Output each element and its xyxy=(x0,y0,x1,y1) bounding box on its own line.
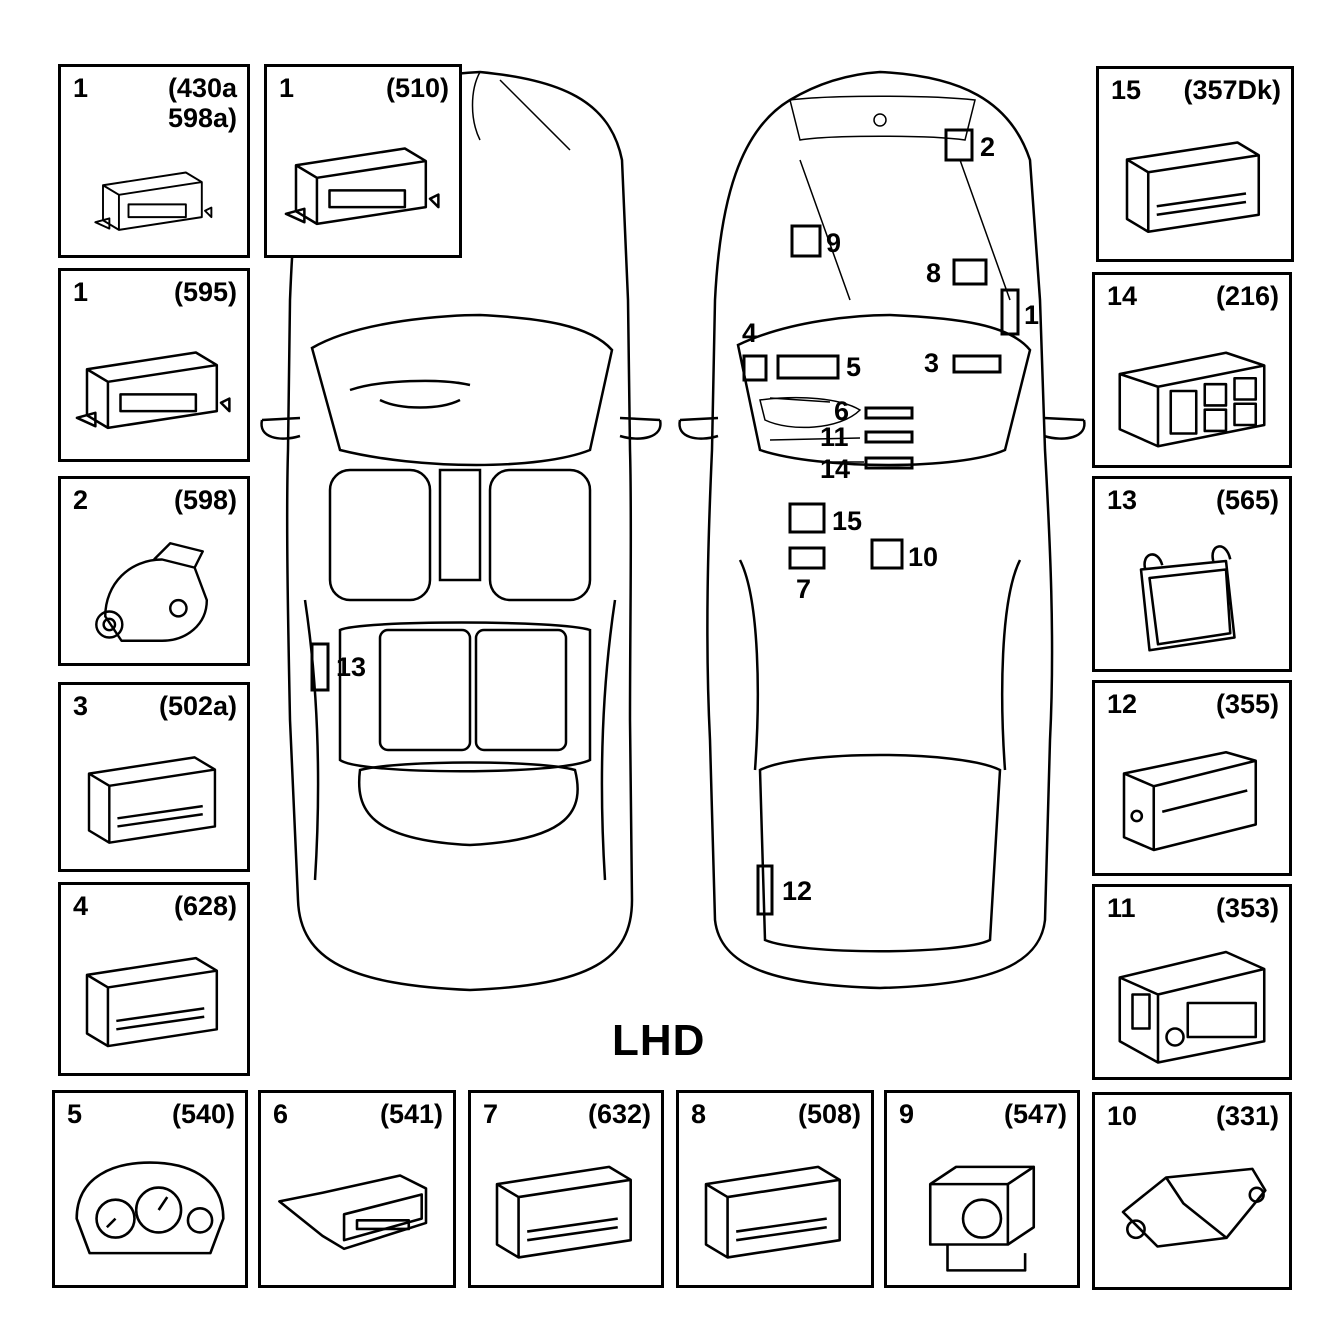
component-panel: 1 (430a 598a) xyxy=(58,64,250,258)
panel-number: 2 xyxy=(73,485,89,515)
component-panel: 7 (632) xyxy=(468,1090,664,1288)
panel-number: 14 xyxy=(1107,281,1138,311)
panel-number: 3 xyxy=(73,691,89,721)
panel-number: 9 xyxy=(899,1099,915,1129)
callout-4: 4 xyxy=(742,318,757,348)
component-panel: 11 (353) xyxy=(1092,884,1292,1080)
callout-3: 3 xyxy=(924,348,939,378)
panel-code: (628) xyxy=(173,891,237,921)
callout-2: 2 xyxy=(980,132,995,162)
abs-unit-icon xyxy=(893,1141,1071,1279)
component-panel: 1 (595) xyxy=(58,268,250,462)
panel-number: 13 xyxy=(1107,485,1138,515)
callout-6: 6 xyxy=(834,396,849,426)
instrument-cluster-icon xyxy=(61,1141,239,1279)
panel-code: (540) xyxy=(171,1099,235,1129)
callout-8: 8 xyxy=(926,258,941,288)
callout-14: 14 xyxy=(820,454,850,484)
callout-7: 7 xyxy=(796,574,811,604)
ecu-icon xyxy=(273,115,453,249)
component-panel: 4 (628) xyxy=(58,882,250,1076)
callout-13: 13 xyxy=(336,652,366,682)
panel-number: 7 xyxy=(483,1099,499,1129)
panel-code: (216) xyxy=(1215,281,1279,311)
panel-number: 1 xyxy=(73,277,89,307)
panel-code: (502a) xyxy=(158,691,237,721)
injection-pump-icon xyxy=(67,527,241,657)
panel-code: (353) xyxy=(1215,893,1279,923)
component-panel: 13 (565) xyxy=(1092,476,1292,672)
panel-code: (430a 598a) xyxy=(167,73,237,133)
component-panel: 6 (541) xyxy=(258,1090,456,1288)
control-box-icon xyxy=(477,1141,655,1279)
callout-10: 10 xyxy=(908,542,938,572)
callout-1: 1 xyxy=(1024,300,1039,330)
component-panel: 14 (216) xyxy=(1092,272,1292,468)
panel-number: 15 xyxy=(1111,75,1142,105)
callout-12: 12 xyxy=(782,876,812,906)
component-panel: 8 (508) xyxy=(676,1090,874,1288)
panel-code: (541) xyxy=(379,1099,443,1129)
panel-number: 10 xyxy=(1107,1101,1138,1131)
panel-number: 5 xyxy=(67,1099,83,1129)
panel-code: (595) xyxy=(173,277,237,307)
component-panel: 1 (510) xyxy=(264,64,462,258)
panel-number: 6 xyxy=(273,1099,289,1129)
panel-code: (508) xyxy=(797,1099,861,1129)
cd-changer-icon xyxy=(1101,731,1283,867)
panel-number: 11 xyxy=(1107,893,1136,923)
radio-icon xyxy=(1101,935,1283,1071)
panel-code: (510) xyxy=(385,73,449,103)
control-box-icon xyxy=(67,933,241,1067)
panel-code: (357Dk) xyxy=(1183,75,1281,105)
right-car-body xyxy=(706,70,1054,990)
component-panel: 2 (598) xyxy=(58,476,250,666)
airbag-module-icon xyxy=(1101,1143,1283,1281)
component-panel: 5 (540) xyxy=(52,1090,248,1288)
panel-code: (598) xyxy=(173,485,237,515)
panel-number: 12 xyxy=(1107,689,1138,719)
panel-code: (632) xyxy=(587,1099,651,1129)
panel-code: (355) xyxy=(1215,689,1279,719)
control-box-icon xyxy=(67,733,241,863)
callout-9: 9 xyxy=(826,228,841,258)
callout-11: 11 xyxy=(820,422,849,452)
panel-number: 4 xyxy=(73,891,89,921)
component-panel: 3 (502a) xyxy=(58,682,250,872)
display-unit-icon xyxy=(267,1141,447,1279)
control-box-icon xyxy=(1105,117,1285,253)
panel-number: 1 xyxy=(73,73,89,103)
lhd-caption: LHD xyxy=(612,1016,706,1065)
panel-code: (565) xyxy=(1215,485,1279,515)
component-panel: 9 (547) xyxy=(884,1090,1080,1288)
panel-code: (331) xyxy=(1215,1101,1279,1131)
component-panel: 12 (355) xyxy=(1092,680,1292,876)
ecu-icon xyxy=(67,319,241,453)
callout-15: 15 xyxy=(832,506,862,536)
callout-5: 5 xyxy=(846,352,861,382)
panel-number: 8 xyxy=(691,1099,707,1129)
ecu-icon xyxy=(67,147,241,249)
component-panel: 15 (357Dk) xyxy=(1096,66,1294,262)
panel-code: (547) xyxy=(1003,1099,1067,1129)
component-panel: 10 (331) xyxy=(1092,1092,1292,1290)
bracket-module-icon xyxy=(1101,527,1283,663)
control-box-icon xyxy=(685,1141,865,1279)
panel-number: 1 xyxy=(279,73,295,103)
climate-panel-icon xyxy=(1101,323,1283,459)
